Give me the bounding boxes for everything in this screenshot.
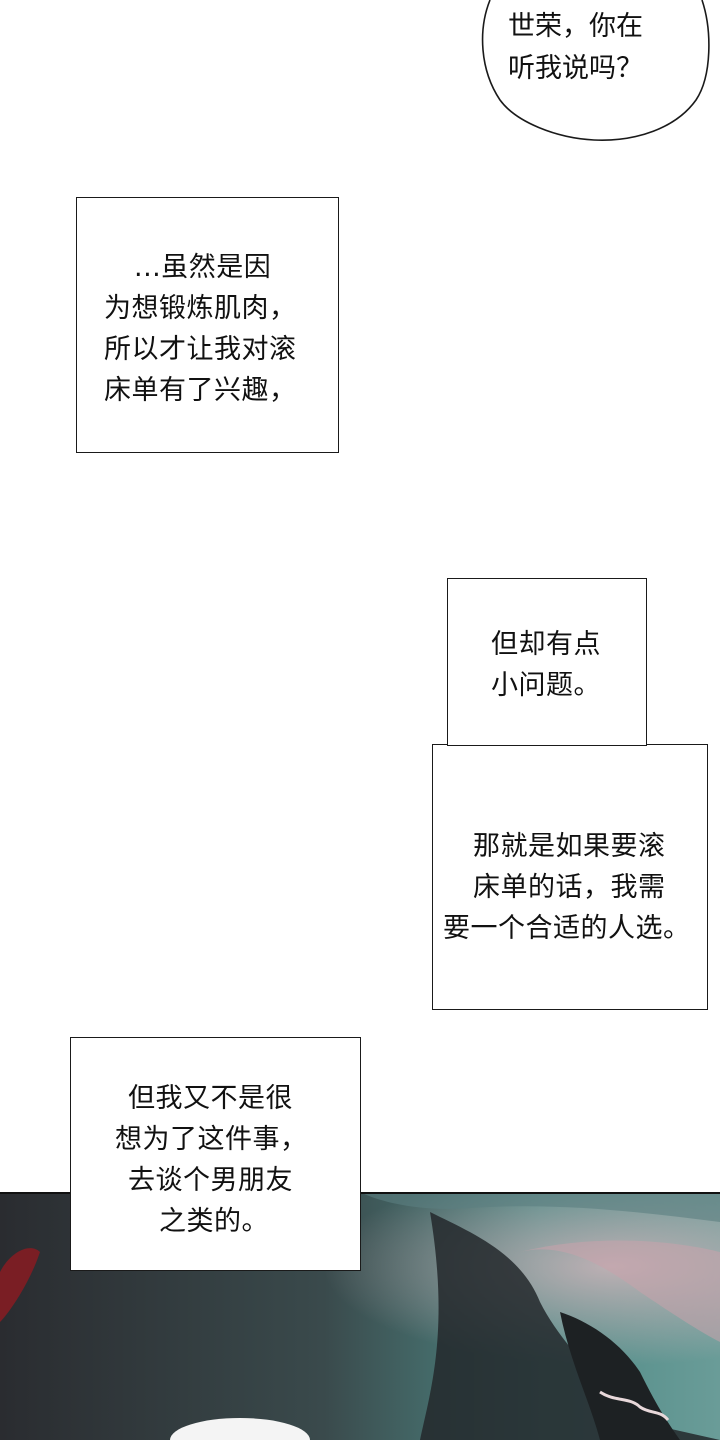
caption-1-line-1: ...虽然是因 [134, 252, 272, 283]
speech-bubble-line-2: 听我说吗？ [508, 53, 643, 84]
speech-bubble-line-1: 世荣，你在 [508, 11, 643, 42]
caption-1-line-3: 所以才让我对滚 [104, 334, 297, 365]
caption-1-line-2: 为想锻炼肌肉， [104, 293, 297, 324]
caption-1-line-4: 床单有了兴趣， [104, 375, 297, 406]
caption-4-line-3: 去谈个男朋友 [128, 1165, 293, 1196]
speech-bubble-outline [481, 0, 710, 141]
caption-box-2: 但却有点 小问题。 [447, 578, 647, 746]
speech-bubble: 世荣，你在 听我说吗？ [476, 0, 716, 148]
caption-4-line-2: 想为了这件事， [115, 1124, 308, 1155]
caption-box-3: 那就是如果要滚 床单的话，我需 要一个合适的人选。 [432, 744, 708, 1010]
caption-box-1: ...虽然是因 为想锻炼肌肉， 所以才让我对滚 床单有了兴趣， [76, 197, 339, 453]
caption-3-line-2: 床单的话，我需 [473, 872, 666, 903]
scene-artwork [0, 1192, 720, 1440]
caption-2-line-2: 小问题。 [491, 670, 601, 701]
caption-box-4: 但我又不是很 想为了这件事， 去谈个男朋友 之类的。 [70, 1037, 361, 1271]
caption-4-line-4: 之类的。 [159, 1206, 269, 1237]
illustration-scene [0, 1192, 720, 1440]
caption-3-line-3: 要一个合适的人选。 [443, 913, 691, 944]
caption-3-line-1: 那就是如果要滚 [473, 831, 666, 862]
caption-2-line-1: 但却有点 [491, 629, 601, 660]
caption-4-line-1: 但我又不是很 [128, 1083, 293, 1114]
